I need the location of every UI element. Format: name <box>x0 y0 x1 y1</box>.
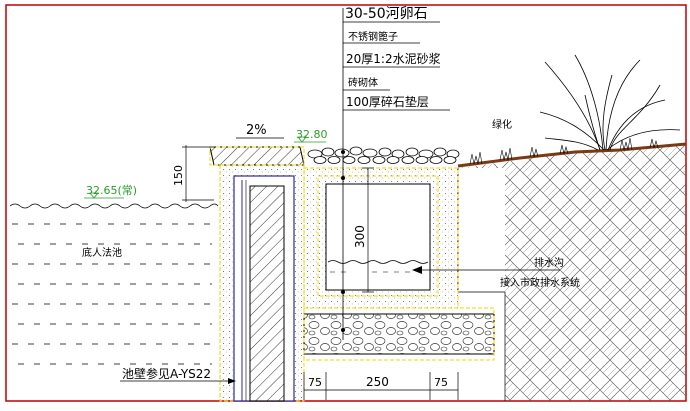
dim-150-line <box>182 145 214 202</box>
elevation-water-label: 32.65(常) <box>86 184 137 197</box>
pool-wall-core <box>249 185 285 402</box>
drain-name-label: 排水沟 <box>534 256 564 269</box>
dim-250-label: 250 <box>366 375 389 389</box>
callout-brick: 砖砌体 <box>348 76 378 89</box>
dim-75-right-label: 75 <box>434 376 448 389</box>
drain-channel <box>325 183 431 291</box>
drain-water-line <box>327 260 429 264</box>
grass <box>469 137 659 165</box>
plant-graphic <box>539 54 681 151</box>
water-surface-line <box>9 203 219 209</box>
soil-ground <box>458 144 686 401</box>
elevation-top-label: 32.80 <box>296 128 328 141</box>
greening-label: 绿化 <box>492 118 512 131</box>
dim-150-label: 150 <box>172 165 185 186</box>
water-body <box>12 223 212 365</box>
wall-ref-label: 池壁参见A-YS22 <box>122 366 211 381</box>
water-name-label: 底人法池 <box>82 246 122 259</box>
coping-stone <box>209 146 305 166</box>
callout-gravel-bed: 100厚碎石垫层 <box>346 94 429 109</box>
dim-bottom-line <box>303 372 459 400</box>
gravel-base <box>303 313 495 355</box>
callout-pebbles: 30-50河卵石 <box>345 6 428 22</box>
callout-mortar: 20厚1:2水泥砂浆 <box>346 51 441 66</box>
slope-label: 2% <box>246 123 267 138</box>
dim-300-line <box>362 167 374 293</box>
river-pebbles <box>307 146 460 164</box>
dim-75-left-label: 75 <box>308 376 322 389</box>
drain-note-label: 接入市政排水系统 <box>500 276 580 289</box>
dim-300-label: 300 <box>353 225 367 248</box>
callout-grate: 不锈钢篦子 <box>348 30 398 43</box>
